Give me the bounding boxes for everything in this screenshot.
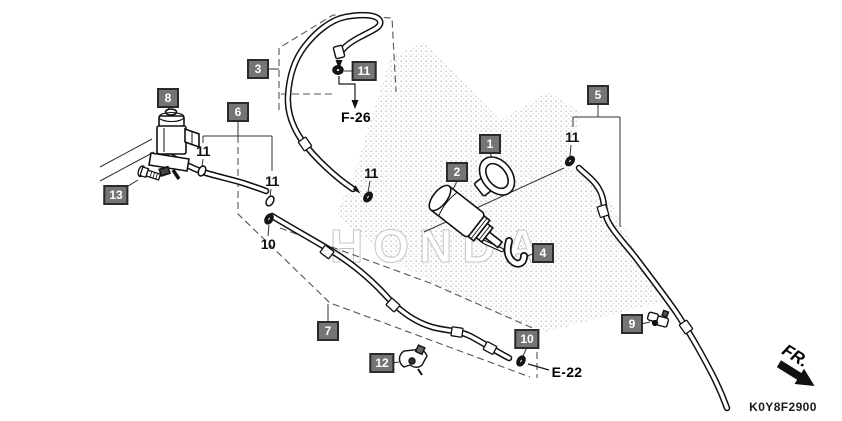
tube-clamp-9 bbox=[646, 309, 670, 328]
callout-10[interactable]: 10 bbox=[514, 329, 540, 349]
diagram-part-code: K0Y8F2900 bbox=[749, 400, 817, 414]
wire-clamp-12 bbox=[398, 344, 428, 376]
hoses bbox=[166, 11, 731, 412]
tube-clips bbox=[197, 65, 576, 367]
callout-4[interactable]: 4 bbox=[532, 243, 554, 263]
callout-9[interactable]: 9 bbox=[621, 314, 643, 334]
pipe-fitting bbox=[332, 44, 346, 60]
arrowheads bbox=[335, 60, 361, 194]
callout-13[interactable]: 13 bbox=[103, 185, 129, 205]
hose-couplers bbox=[297, 136, 694, 355]
fr-arrow-icon bbox=[776, 360, 815, 386]
callout-6[interactable]: 6 bbox=[227, 102, 249, 122]
callout-12[interactable]: 12 bbox=[369, 353, 395, 373]
callout-7[interactable]: 7 bbox=[317, 321, 339, 341]
part-number-label-10: 10 bbox=[260, 236, 276, 252]
callout-3[interactable]: 3 bbox=[247, 59, 269, 79]
callout-1[interactable]: 1 bbox=[479, 134, 501, 154]
ref-f-26[interactable]: F-26 bbox=[341, 109, 371, 125]
flange-bolt bbox=[137, 165, 162, 181]
part-number-label-11: 11 bbox=[565, 129, 579, 145]
callout-5[interactable]: 5 bbox=[587, 85, 609, 105]
dashed-outlines bbox=[237, 14, 538, 378]
ref-e-22[interactable]: E-22 bbox=[551, 364, 583, 380]
canister bbox=[428, 184, 504, 249]
part-number-label-11: 11 bbox=[265, 173, 279, 189]
fr-direction-arrow: FR. bbox=[776, 340, 815, 386]
callout-2[interactable]: 2 bbox=[446, 162, 468, 182]
callout-8[interactable]: 8 bbox=[157, 88, 179, 108]
callout-11[interactable]: 11 bbox=[351, 61, 377, 81]
mount-band bbox=[473, 156, 516, 197]
purge-valve bbox=[148, 108, 200, 180]
part-number-label-11: 11 bbox=[364, 165, 378, 181]
part-number-label-11: 11 bbox=[196, 143, 210, 159]
